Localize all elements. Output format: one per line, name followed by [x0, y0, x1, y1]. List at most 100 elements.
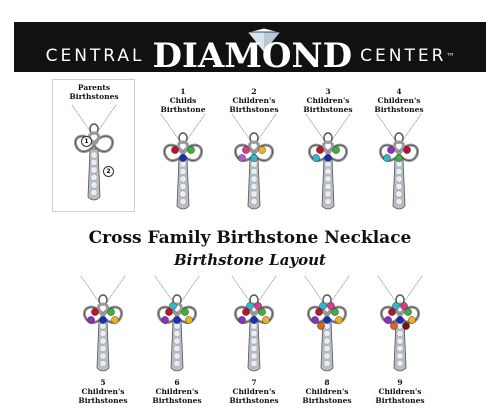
- birthstone-gem: [316, 146, 324, 154]
- birthstone-gem: [173, 316, 181, 324]
- variant-label-line1: Children's: [232, 387, 276, 396]
- birthstone-gem: [404, 308, 412, 316]
- variant-pendant-image-3: [298, 113, 358, 218]
- birthstone-gem: [383, 154, 391, 162]
- parents-label-line1: Parents: [77, 83, 111, 92]
- variant-label-line1: Children's: [306, 96, 350, 105]
- variant-pendant-image-2: [224, 113, 284, 218]
- parents-pendant-image: [64, 104, 124, 209]
- birthstone-gem: [384, 316, 392, 324]
- variant-label-line2: Birthstones: [78, 396, 128, 405]
- birthstone-gem: [335, 316, 343, 324]
- variant-pendant-image-7: [224, 275, 284, 380]
- brand-left-word: CENTRAL: [45, 46, 145, 66]
- birthstone-gem: [171, 146, 179, 154]
- variant-pendant-image-4: [369, 113, 429, 218]
- page-subtitle: Birthstone Layout: [174, 251, 326, 269]
- variant-label-line2: Birthstone: [160, 105, 206, 114]
- cross-pendant-icon: [80, 275, 126, 372]
- variant-label-line2: Birthstones: [302, 396, 352, 405]
- parents-label-line2: Birthstones: [69, 92, 119, 101]
- birthstone-gem: [392, 302, 400, 310]
- cross-pendant-icon: [231, 275, 277, 372]
- birthstone-gem: [179, 154, 187, 162]
- variant-label-line1: Children's: [232, 96, 276, 105]
- variant-label-line1: Children's: [305, 387, 349, 396]
- birthstone-gem: [258, 146, 266, 154]
- birthstone-gem: [402, 322, 410, 330]
- birthstone-gem: [87, 316, 95, 324]
- cross-pendant-icon: [376, 113, 422, 210]
- birthstone-gem: [388, 308, 396, 316]
- birthstone-gem: [99, 316, 107, 324]
- parent-marker-2: 2: [103, 166, 114, 177]
- variant-label-line1: Children's: [378, 387, 422, 396]
- birthstone-gem: [161, 316, 169, 324]
- variant-pendant-image-1: [153, 113, 213, 218]
- birthstone-gem: [323, 316, 331, 324]
- birthstone-gem: [246, 302, 254, 310]
- birthstone-gem: [262, 316, 270, 324]
- cross-pendant-icon: [377, 275, 423, 372]
- trademark-symbol: ™: [446, 51, 455, 61]
- variant-label-number: 8: [324, 378, 330, 387]
- variant-pendant-image-5: [73, 275, 133, 380]
- birthstone-gem: [396, 316, 404, 324]
- brand-wordmark: CENTRAL DIAMOND CENTER ™: [14, 37, 486, 75]
- variant-pendant-image-9: [370, 275, 430, 380]
- birthstone-gem: [242, 308, 250, 316]
- birthstone-gem: [169, 302, 177, 310]
- variant-label-number: 7: [251, 378, 257, 387]
- birthstone-gem: [312, 154, 320, 162]
- birthstone-gem: [403, 146, 411, 154]
- birthstone-gem: [187, 146, 195, 154]
- birthstone-gem: [324, 154, 332, 162]
- variant-label-line2: Birthstones: [229, 105, 279, 114]
- birthstone-gem: [332, 146, 340, 154]
- birthstone-gem: [319, 302, 327, 310]
- variant-label-line1: Children's: [155, 387, 199, 396]
- birthstone-gem: [390, 322, 398, 330]
- page-title: Cross Family Birthstone Necklace: [88, 228, 412, 248]
- variant-label-number: 1: [180, 87, 186, 96]
- cross-pendant-icon: [304, 275, 350, 372]
- variant-pendant-image-6: [147, 275, 207, 380]
- birthstone-gem: [238, 154, 246, 162]
- variant-pendant-image-8: [297, 275, 357, 380]
- variant-label-line2: Birthstones: [152, 396, 202, 405]
- variant-label-line2: Birthstones: [375, 396, 425, 405]
- birthstone-gem: [185, 316, 193, 324]
- variant-label-line1: Childs: [169, 96, 197, 105]
- cross-pendant-icon: [231, 113, 277, 210]
- birthstone-gem: [387, 146, 395, 154]
- birthstone-gem: [327, 302, 335, 310]
- variant-label-number: 4: [396, 87, 402, 96]
- variant-label-line1: Children's: [81, 387, 125, 396]
- birthstone-gem: [250, 154, 258, 162]
- parents-highlight-box: [52, 79, 135, 212]
- variant-label-line2: Birthstones: [229, 396, 279, 405]
- variant-label-number: 3: [325, 87, 331, 96]
- diamond-icon: [247, 28, 281, 53]
- birthstone-gem: [91, 308, 99, 316]
- variant-label-line1: Children's: [377, 96, 421, 105]
- birthstone-gem: [408, 316, 416, 324]
- birthstone-gem: [181, 308, 189, 316]
- variant-label-number: 5: [100, 378, 106, 387]
- birthstone-gem: [400, 302, 408, 310]
- brand-right-word: CENTER: [360, 46, 447, 66]
- cross-pendant-icon: [154, 275, 200, 372]
- brand-banner: CENTRAL DIAMOND CENTER ™: [14, 22, 486, 75]
- variant-label-number: 2: [251, 87, 257, 96]
- birthstone-gem: [331, 308, 339, 316]
- birthstone-gem: [238, 316, 246, 324]
- birthstone-gem: [395, 154, 403, 162]
